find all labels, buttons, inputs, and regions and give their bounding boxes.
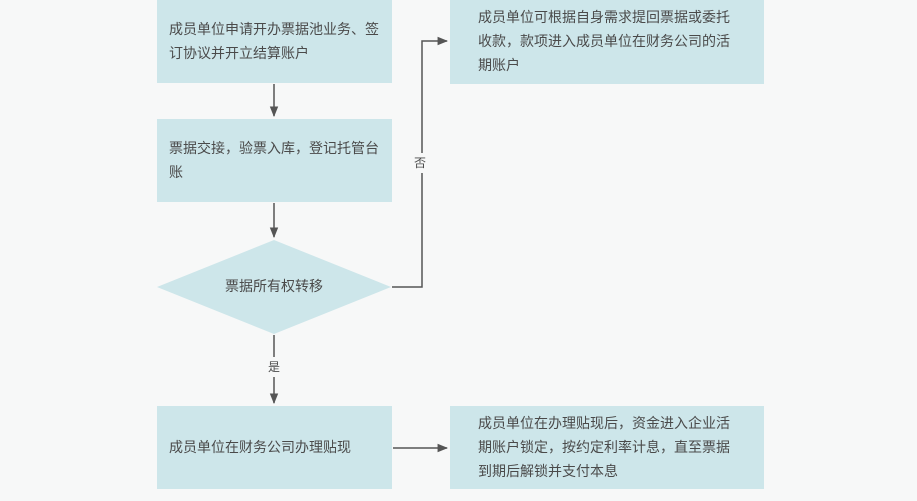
decision-label: 票据所有权转移 [225,279,323,295]
step-handover-box: 票据交接，验票入库，登记托管台账 [157,119,392,202]
no-result-text: 成员单位可根据自身需求提回票据或委托收款，款项进入成员单位在财务公司的活期账户 [478,10,730,74]
step-discount-box: 成员单位在财务公司办理贴现 [157,406,392,489]
step-discount-text: 成员单位在财务公司办理贴现 [169,439,351,456]
step-apply-text: 成员单位申请开办票据池业务、签订协议并开立结算账户 [169,21,379,62]
yes-result-box: 成员单位在办理贴现后，资金进入企业活期账户锁定，按约定利率计息，直至票据到期后解… [450,406,764,489]
no-result-box: 成员单位可根据自身需求提回票据或委托收款，款项进入成员单位在财务公司的活期账户 [450,0,764,84]
step-handover-text: 票据交接，验票入库，登记托管台账 [169,140,379,181]
step-apply-box: 成员单位申请开办票据池业务、签订协议并开立结算账户 [157,0,392,83]
decision-diamond [157,240,391,334]
edge-label-no: 否 [414,153,427,173]
edge-label-yes: 是 [268,357,281,377]
yes-result-text: 成员单位在办理贴现后，资金进入企业活期账户锁定，按约定利率计息，直至票据到期后解… [478,415,730,480]
